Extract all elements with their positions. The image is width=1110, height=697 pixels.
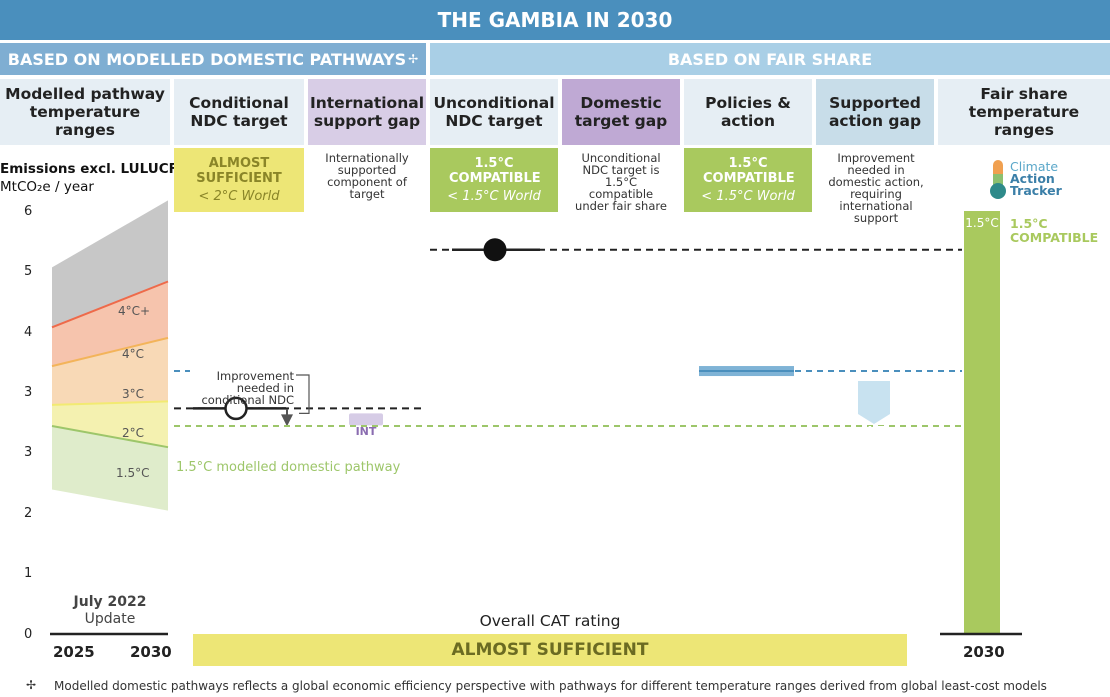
y-tick-2: 2 xyxy=(24,506,33,521)
int-label-left: INT xyxy=(355,425,377,438)
badge-uncond-ndc-world: < 1.5°C World xyxy=(447,188,541,204)
badge-uncond-ndc-rating: 1.5°C COMPATIBLE xyxy=(449,155,541,186)
y-tick-4: 4 xyxy=(24,325,33,340)
colhead-fairshare: Fair share temperature ranges xyxy=(938,79,1110,145)
section-modelled-mark: ✢ xyxy=(408,52,419,66)
improvement-note: Improvement needed in conditional NDC xyxy=(201,369,294,407)
colhead-uncond-ndc: Unconditional NDC target xyxy=(430,79,558,145)
fair-bar-label: 1.5°C xyxy=(965,216,999,230)
badge-policies-world: < 1.5°C World xyxy=(701,188,795,204)
update-word: Update xyxy=(84,611,136,627)
footnote-text: Modelled domestic pathways reflects a gl… xyxy=(54,679,1047,693)
modelled-band-4 xyxy=(52,200,168,328)
note-int-gap: Internationally supported component of t… xyxy=(325,151,409,201)
section-fair-share: BASED ON FAIR SHARE xyxy=(430,43,1110,75)
colhead-policies: Policies & action xyxy=(684,79,812,145)
improvement-bracket xyxy=(296,374,310,414)
x-label-2030: 2030 xyxy=(130,643,172,661)
y-tick-0: 0 xyxy=(24,627,33,642)
badge-policies: 1.5°C COMPATIBLE < 1.5°C World xyxy=(684,148,812,212)
logo-line1: Climate xyxy=(1010,159,1059,174)
y-tick-6: 6 xyxy=(24,204,33,219)
update-stamp: July 2022 Update xyxy=(50,594,170,628)
note-dom-gap: Unconditional NDC target is 1.5°C compat… xyxy=(575,151,667,213)
cat-logo: Climate Action Tracker xyxy=(988,158,1098,200)
badge-uncond-ndc: 1.5°C COMPATIBLE < 1.5°C World xyxy=(430,148,558,212)
y-axis-label-line1: Emissions excl. LULUCF xyxy=(0,161,178,177)
cond-ndc-marker xyxy=(224,396,248,421)
y-tick-5: 5 xyxy=(24,264,33,279)
badge-policies-rating: 1.5°C COMPATIBLE xyxy=(703,155,795,186)
modelled-band-2 xyxy=(52,337,168,405)
band-label-4plus: 4°C+ xyxy=(118,304,151,318)
colhead-supported: Supported action gap xyxy=(816,79,934,145)
band-label-1-5: 1.5°C xyxy=(116,466,150,480)
band-boundary-line-2 xyxy=(51,336,169,368)
footnote-mark: ✢ xyxy=(26,678,37,692)
pathway-label: 1.5°C modelled domestic pathway xyxy=(176,460,401,475)
modelled-band-3 xyxy=(52,281,168,367)
int-label-right: INT xyxy=(863,424,885,437)
y-tick-3a: 3 xyxy=(24,385,33,400)
modelled-band-0 xyxy=(52,426,168,511)
page-title: THE GAMBIA IN 2030 xyxy=(0,0,1110,40)
update-date: July 2022 xyxy=(73,594,147,610)
band-label-2: 2°C xyxy=(122,426,145,440)
x-label-2025: 2025 xyxy=(53,643,95,661)
band-label-3: 3°C xyxy=(122,387,145,401)
badge-cond-ndc-rating: ALMOST SUFFICIENT xyxy=(196,155,282,186)
fair-share-bar xyxy=(964,211,1000,634)
modelled-band-1 xyxy=(52,401,168,448)
x-label-fair-2030: 2030 xyxy=(963,643,1005,661)
thermometer-icon xyxy=(990,160,1006,199)
y-tick-1: 1 xyxy=(24,566,33,581)
section-modelled-label: BASED ON MODELLED DOMESTIC PATHWAYS xyxy=(7,49,407,69)
improvement-arrow-head xyxy=(281,414,293,427)
band-label-4: 4°C xyxy=(122,347,145,361)
y-axis-label-line2: MtCO₂e / year xyxy=(0,179,94,195)
badge-cond-ndc: ALMOST SUFFICIENT < 2°C World xyxy=(174,148,304,212)
y-tick-3b: 3 xyxy=(24,445,33,460)
section-modelled-domestic: BASED ON MODELLED DOMESTIC PATHWAYS✢ xyxy=(0,43,426,75)
overall-rating-bar: ALMOST SUFFICIENT xyxy=(193,634,907,666)
y-axis-label: Emissions excl. LULUCF MtCO₂e / year xyxy=(0,160,178,196)
int-gap-shape-right xyxy=(858,381,890,425)
logo-line2: Action xyxy=(1010,171,1055,186)
colhead-cond-ndc: Conditional NDC target xyxy=(174,79,304,145)
badge-cond-ndc-world: < 2°C World xyxy=(198,188,280,204)
int-gap-bar-left xyxy=(349,413,383,426)
band-boundary-line-0 xyxy=(51,425,169,449)
note-supported: Improvement needed in domestic action, r… xyxy=(828,151,924,225)
colhead-dom-gap: Domestic target gap xyxy=(562,79,680,145)
fair-side-label: 1.5°C COMPATIBLE xyxy=(1010,216,1099,245)
overall-rating-label: Overall CAT rating xyxy=(479,612,621,630)
band-boundary-line-3 xyxy=(51,280,169,329)
band-boundary-line-1 xyxy=(51,400,169,406)
colhead-modelled: Modelled pathway temperature ranges xyxy=(0,79,170,145)
uncond-ndc-marker xyxy=(483,238,507,262)
logo-line3: Tracker xyxy=(1010,183,1062,198)
colhead-int-gap: International support gap xyxy=(308,79,426,145)
